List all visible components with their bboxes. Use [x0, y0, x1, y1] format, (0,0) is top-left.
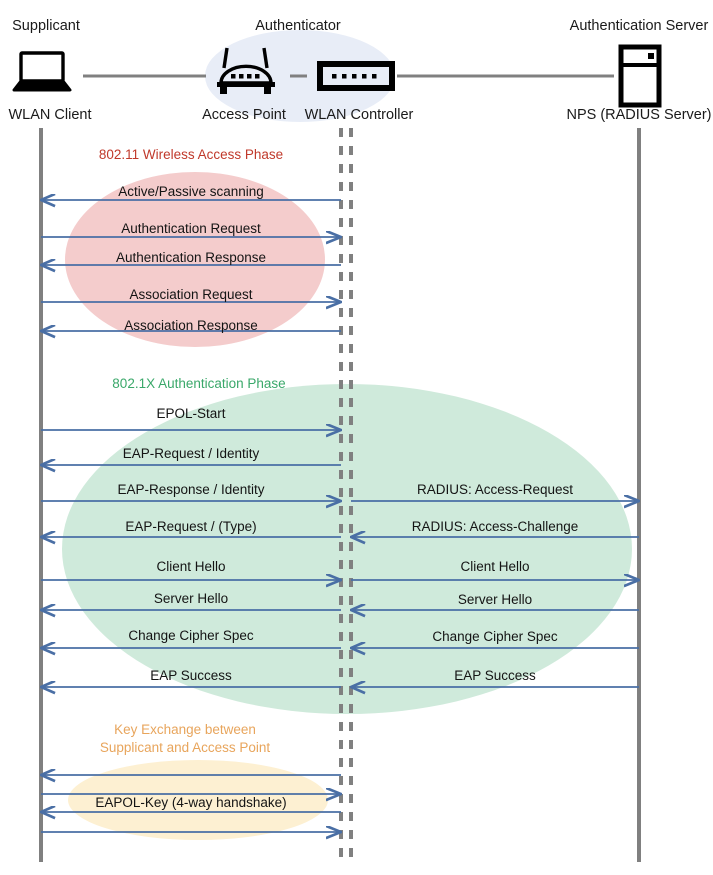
- message-arrows-right: [351, 501, 639, 687]
- phase-label-wireless-access: 802.11 Wireless Access Phase: [98, 147, 284, 162]
- node-label-access-point: Access Point: [202, 107, 286, 123]
- message-label-active-passive-scanning: Active/Passive scanning: [118, 184, 264, 199]
- phase-blob-dot1x: [62, 384, 632, 714]
- message-label-radius-access-challenge: RADIUS: Access-Challenge: [411, 519, 579, 534]
- phase-label-key-exchange-line1: Key Exchange between: [114, 722, 256, 737]
- node-label-wlan-client: WLAN Client: [8, 107, 92, 123]
- message-label-epol-start: EPOL-Start: [156, 406, 226, 421]
- node-label-wlan-controller: WLAN Controller: [304, 107, 414, 123]
- message-label-server-hello-left: Server Hello: [153, 591, 229, 606]
- message-label-change-cipher-spec-right: Change Cipher Spec: [432, 629, 558, 644]
- message-label-radius-access-request: RADIUS: Access-Request: [416, 482, 574, 497]
- phase-label-key-exchange-line2: Supplicant and Access Point: [99, 740, 271, 755]
- wireless-router-icon: [217, 47, 275, 94]
- message-label-change-cipher-spec-left: Change Cipher Spec: [128, 628, 254, 643]
- message-label-authentication-request: Authentication Request: [121, 221, 261, 236]
- message-label-eap-request-identity: EAP-Request / Identity: [122, 446, 260, 461]
- controller-box-icon: [317, 61, 395, 91]
- message-label-client-hello-left: Client Hello: [156, 559, 226, 574]
- phase-blob-key-exchange: [68, 760, 328, 840]
- message-label-eap-success-left: EAP Success: [150, 668, 232, 683]
- message-label-client-hello-right: Client Hello: [460, 559, 530, 574]
- server-icon: [618, 44, 662, 108]
- phase-blob-wireless-access: [65, 172, 325, 347]
- phase-label-dot1x: 802.1X Authentication Phase: [112, 376, 286, 391]
- role-title-authenticator: Authenticator: [255, 18, 341, 34]
- message-label-server-hello-right: Server Hello: [457, 592, 533, 607]
- message-label-eap-success-right: EAP Success: [454, 668, 536, 683]
- message-label-eap-response-identity: EAP-Response / Identity: [117, 482, 265, 497]
- message-label-association-request: Association Request: [129, 287, 253, 302]
- role-title-authentication-server: Authentication Server: [569, 18, 709, 34]
- message-label-eapol-key-3: EAPOL-Key (4-way handshake): [95, 795, 287, 810]
- message-label-association-response: Association Response: [124, 318, 258, 333]
- node-label-nps-radius-server: NPS (RADIUS Server): [566, 107, 712, 123]
- message-label-authentication-response: Authentication Response: [115, 250, 267, 265]
- message-label-eap-request-type: EAP-Request / (Type): [125, 519, 257, 534]
- laptop-icon: [12, 51, 72, 92]
- message-arrows-left: [41, 200, 341, 832]
- role-title-supplicant: Supplicant: [12, 18, 80, 34]
